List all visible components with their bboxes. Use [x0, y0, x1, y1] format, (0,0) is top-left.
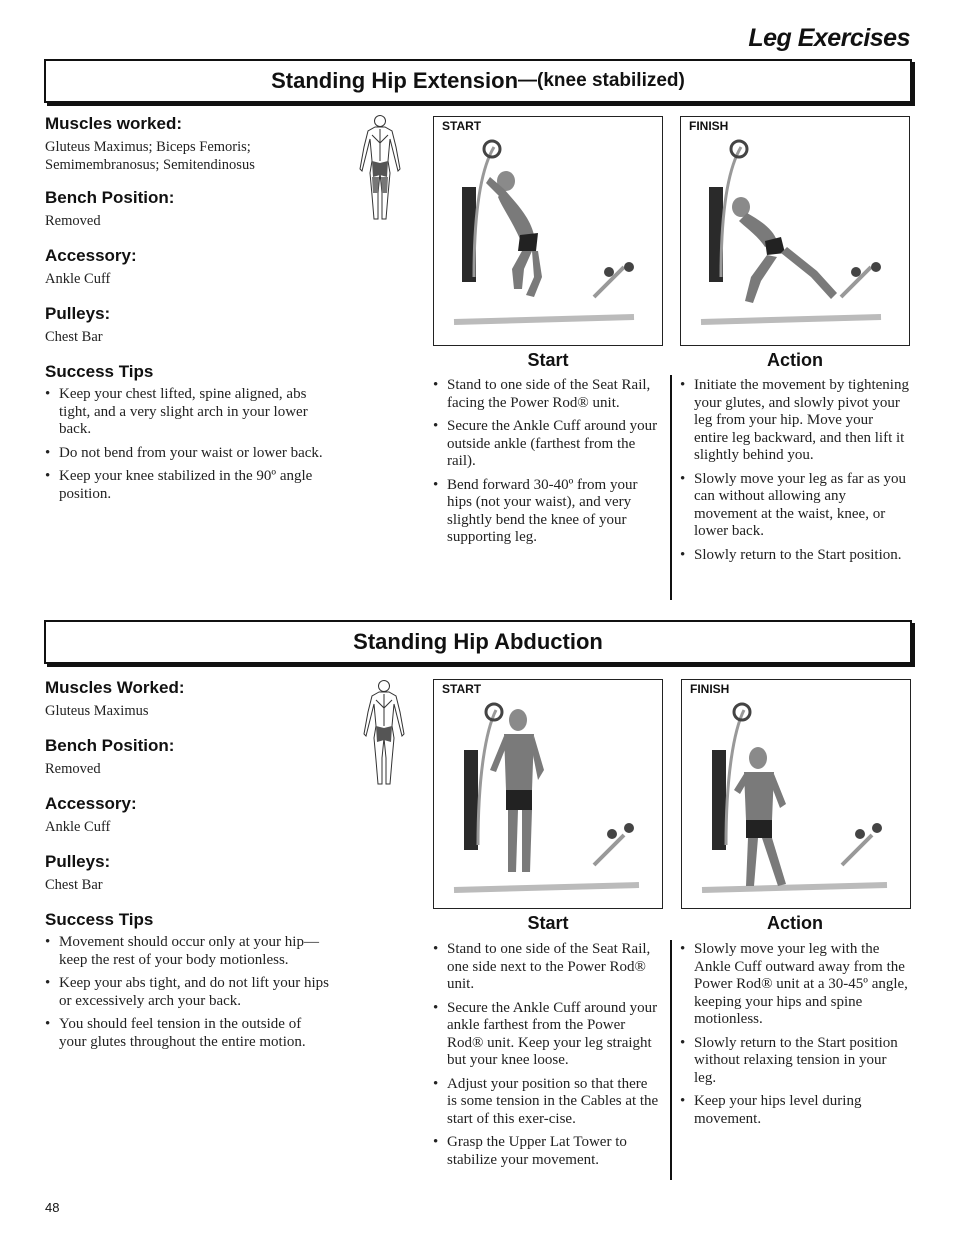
start-step: Stand to one side of the Seat Rail, faci…	[433, 377, 658, 412]
photo-label-finish: FINISH	[689, 119, 729, 133]
exercise-1-title-box: Standing Hip Extension —(knee stabilized…	[44, 59, 912, 103]
tip-item: Do not bend from your waist or lower bac…	[45, 445, 335, 463]
muscles-text: Gluteus Maximus; Biceps Femoris; Semimem…	[45, 139, 255, 173]
column-divider	[670, 375, 672, 600]
photo-label-start: START	[442, 682, 482, 696]
finish-position-photo: FINISH	[681, 679, 911, 909]
start-step: Stand to one side of the Seat Rail, one …	[433, 941, 661, 994]
pulleys-heading: Pulleys:	[45, 852, 111, 871]
pulleys-heading: Pulleys:	[45, 304, 111, 323]
bench-text: Removed	[45, 761, 101, 777]
action-step: Slowly return to the Start position with…	[680, 1035, 912, 1088]
bench-heading: Bench Position:	[45, 736, 175, 755]
exercise-1-title: Standing Hip Extension	[271, 68, 519, 93]
tips-list: Movement should occur only at your hip—k…	[45, 934, 330, 1051]
finish-position-photo: FINISH	[680, 116, 910, 346]
start-steps-list: Stand to one side of the Seat Rail, faci…	[433, 377, 658, 553]
tip-item: Keep your abs tight, and do not lift you…	[45, 975, 330, 1010]
tip-item: You should feel tension in the outside o…	[45, 1016, 330, 1051]
accessory-text: Ankle Cuff	[45, 819, 111, 835]
pulleys-text: Chest Bar	[45, 329, 103, 345]
muscle-anatomy-figure	[354, 113, 406, 225]
page-title: Leg Exercises	[748, 24, 910, 52]
action-steps-list: Initiate the movement by tightening your…	[680, 377, 910, 570]
exercise-2-title-box: Standing Hip Abduction	[44, 620, 912, 664]
start-step: Bend forward 30-40º from your hips (not …	[433, 477, 658, 547]
exercise-2-title: Standing Hip Abduction	[353, 629, 603, 654]
tips-list: Keep your chest lifted, spine aligned, a…	[45, 386, 335, 503]
start-position-photo: START	[433, 116, 663, 346]
column-divider	[670, 940, 672, 1180]
exercise-1-subtitle: —(knee stabilized)	[518, 70, 685, 91]
action-step: Slowly move your leg with the Ankle Cuff…	[680, 941, 912, 1029]
start-step: Secure the Ankle Cuff around your outsid…	[433, 418, 658, 471]
start-step: Adjust your position so that there is so…	[433, 1076, 661, 1129]
start-steps-list: Stand to one side of the Seat Rail, one …	[433, 941, 661, 1175]
action-step: Keep your hips level during movement.	[680, 1093, 912, 1128]
tip-item: Keep your chest lifted, spine aligned, a…	[45, 386, 335, 439]
action-step: Slowly return to the Start position.	[680, 547, 910, 565]
action-steps-list: Slowly move your leg with the Ankle Cuff…	[680, 941, 912, 1134]
action-heading: Action	[767, 350, 823, 370]
exercise-2-info: Muscles Worked: Gluteus Maximus Bench Po…	[45, 678, 345, 1057]
start-step: Grasp the Upper Lat Tower to stabilize y…	[433, 1134, 661, 1169]
muscle-anatomy-figure	[358, 678, 410, 790]
photo-label-start: START	[442, 119, 482, 133]
exercise-1-info: Muscles worked: Gluteus Maximus; Biceps …	[45, 114, 345, 509]
tip-item: Movement should occur only at your hip—k…	[45, 934, 330, 969]
accessory-heading: Accessory:	[45, 794, 137, 813]
start-heading: Start	[527, 913, 569, 933]
start-position-photo: START	[433, 679, 663, 909]
pulleys-text: Chest Bar	[45, 877, 103, 893]
accessory-text: Ankle Cuff	[45, 271, 111, 287]
muscles-text: Gluteus Maximus	[45, 703, 149, 719]
start-step: Secure the Ankle Cuff around your ankle …	[433, 1000, 661, 1070]
tips-heading: Success Tips	[45, 910, 154, 929]
start-heading: Start	[527, 350, 569, 370]
bench-text: Removed	[45, 213, 101, 229]
action-step: Slowly move your leg as far as you can w…	[680, 471, 910, 541]
tip-item: Keep your knee stabilized in the 90º ang…	[45, 468, 335, 503]
page-number: 48	[45, 1200, 60, 1215]
muscles-heading: Muscles Worked:	[45, 678, 185, 697]
muscles-heading: Muscles worked:	[45, 114, 182, 133]
photo-label-finish: FINISH	[690, 682, 730, 696]
tips-heading: Success Tips	[45, 362, 154, 381]
bench-heading: Bench Position:	[45, 188, 175, 207]
action-step: Initiate the movement by tightening your…	[680, 377, 910, 465]
action-heading: Action	[767, 913, 823, 933]
accessory-heading: Accessory:	[45, 246, 137, 265]
